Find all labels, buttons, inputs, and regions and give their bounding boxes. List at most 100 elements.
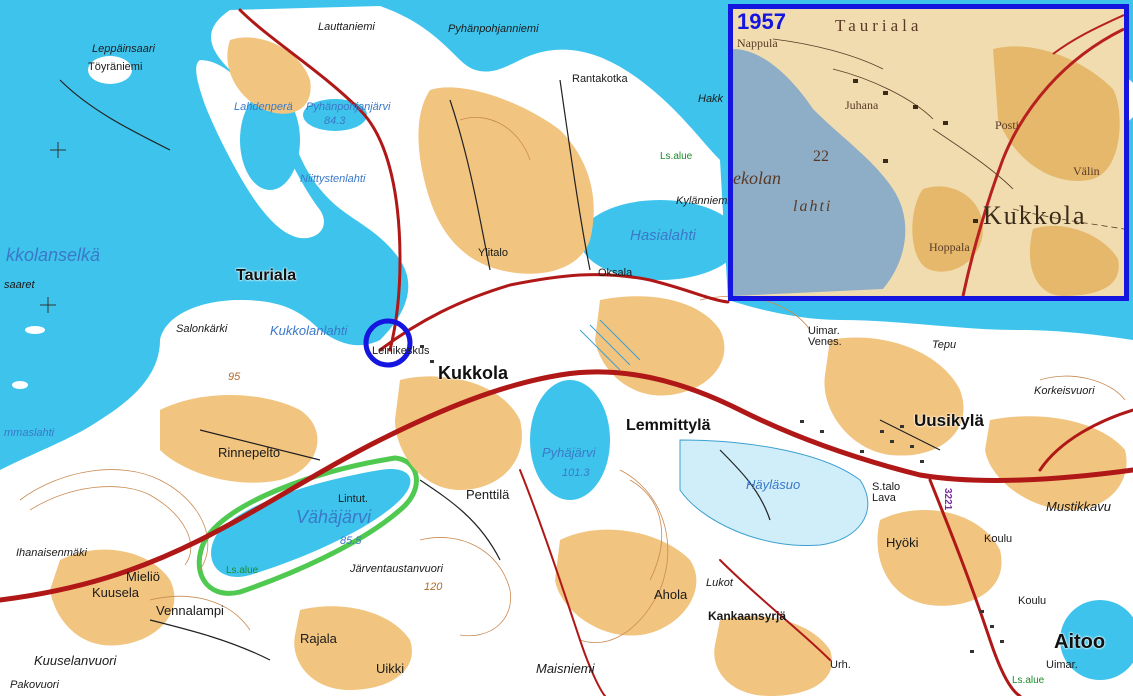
label-vahajarvi: Vähäjärvi [296,507,372,527]
label-hasialahti: Hasialahti [630,227,696,244]
field-area-2 [227,37,311,114]
label-uusikyla: Uusikylä [914,411,984,430]
label-elev-855: 85.5 [340,535,362,547]
road-kankaansyrja [719,559,831,661]
field-area-12 [714,616,832,696]
road-aitoo [928,478,1022,696]
lake-vahajarvi [211,469,411,577]
label-ls-alue-2: Ls.alue [226,565,259,576]
islet-1 [12,381,28,389]
field-area-9 [985,416,1127,510]
label-ihanaisenmaki: Ihanaisenmäki [16,547,87,559]
label-leppainsaari: Leppäinsaari [92,43,155,55]
label-kkolanselka: kkolanselkä [6,245,101,265]
inset-buildings [853,79,978,223]
label-penttila: Penttilä [466,487,510,502]
label-hyoki: Hyöki [886,535,919,550]
label-kukkolanlahti: Kukkolanlahti [270,323,348,338]
label-leinikeskus: Leinikeskus [372,345,430,357]
inset-label-valin: Välin [1073,164,1100,178]
label-korkeisvuori: Korkeisvuori [1034,385,1095,397]
field-area-6 [824,337,964,456]
field-area-11 [294,606,412,690]
minor-roads [59,79,941,661]
label-elev-120: 120 [424,581,443,593]
label-haylasuo: Häyläsuo [746,477,801,492]
lake-aitoo [1060,600,1133,680]
road-north [238,8,402,352]
inset-label-lahti: lahti [793,198,833,215]
field-area-3 [160,395,318,483]
label-uimar-venes: Uimar. Venes. [808,325,842,348]
label-pyhajarvi: Pyhäjärvi [542,445,596,460]
marsh-pyhajarvi [579,319,641,371]
settlement-buildings [420,345,1004,653]
inset-field-1 [993,46,1120,181]
label-lauttaniemi: Lauttaniemi [318,21,375,33]
inset-field-3 [1029,225,1119,296]
field-area-5 [595,296,725,396]
label-oksala: Oksala [598,267,633,279]
label-uimar: Uimar. [1046,659,1078,671]
label-lemmittyla: Lemmittylä [626,417,711,434]
label-hakk: Hakk [698,93,724,105]
label-pakovuori: Pakovuori [10,679,59,691]
label-elev-843: 84.3 [324,115,346,127]
bog-haylasuo [679,439,869,547]
inset-field-2 [912,186,983,272]
label-salonkarki: Salonkärki [176,323,228,335]
label-ylitalo: Ylitalo [478,247,508,259]
label-ls-alue-1: Ls.alue [660,151,693,162]
inset-road-branch [1052,14,1124,55]
islet-2 [25,326,45,334]
nature-reserve-vahajarvi [196,455,419,596]
label-koulu-2: Koulu [1018,595,1047,607]
label-rantakotka: Rantakotka [572,73,628,85]
label-rajala: Rajala [300,631,337,646]
field-area-10 [50,549,175,646]
inset-label-hoppala: Hoppala [929,240,970,254]
label-koulu-1: Koulu [984,533,1013,545]
inset-label-juhana: Juhana [845,98,879,112]
inset-road-main [961,27,1124,296]
label-tauriala: Tauriala [236,267,297,284]
label-lukot: Lukot [706,577,733,589]
label-kuuselanvuori: Kuuselanvuori [34,653,117,668]
island-leppainsaari [88,56,132,84]
label-kankaansyrja: Kankaansyrjä [708,609,787,623]
road-kukkola [378,273,730,352]
inset-map-1957[interactable]: 1957 Tauriala Nappula Juhana Posti Välin… [728,4,1129,301]
roads [0,8,1133,696]
main-highway [0,369,1133,603]
lake-pyhajarvi [530,380,610,500]
road-east [1038,408,1133,472]
road-south [519,469,606,696]
lake-pyhanpohjanjarvi [303,99,367,131]
label-urh: Urh. [830,659,851,671]
label-maisniemi: Maisniemi [536,661,595,676]
field-area-1 [418,87,594,274]
label-aitoo: Aitoo [1054,631,1106,653]
inset-year: 1957 [737,9,786,34]
label-lahdenpera: Lahdenperä [234,101,293,113]
label-ls-alue-3: Ls.alue [1012,675,1045,686]
label-tepu: Tepu [932,339,957,351]
label-pyhanpohjanniemi: Pyhänpohjanniemi [448,23,539,35]
inset-label-tauriala: Tauriala [835,16,923,35]
label-kylanniemi: Kylänniemi [676,195,730,207]
label-saaret: saaret [4,279,35,291]
inset-label-kkolan: ekolan [733,168,781,188]
lake-lahdenpera [240,90,300,190]
field-area-8 [555,529,697,636]
inset-label-posti: Posti [995,118,1020,132]
label-rinnepelto: Rinnepelto [218,445,281,460]
label-road-3221: 3221 [942,488,953,511]
highlight-circle[interactable] [363,318,413,368]
label-elev-95: 95 [228,371,241,383]
label-jarventaustanvuori: Järventaustanvuori [350,563,443,575]
inset-paths [772,38,1124,230]
label-ahola: Ahola [654,587,688,602]
label-pyhanpohjanjarvi: Pyhänpohjanjärvi [306,101,391,113]
field-area-4 [395,376,522,490]
